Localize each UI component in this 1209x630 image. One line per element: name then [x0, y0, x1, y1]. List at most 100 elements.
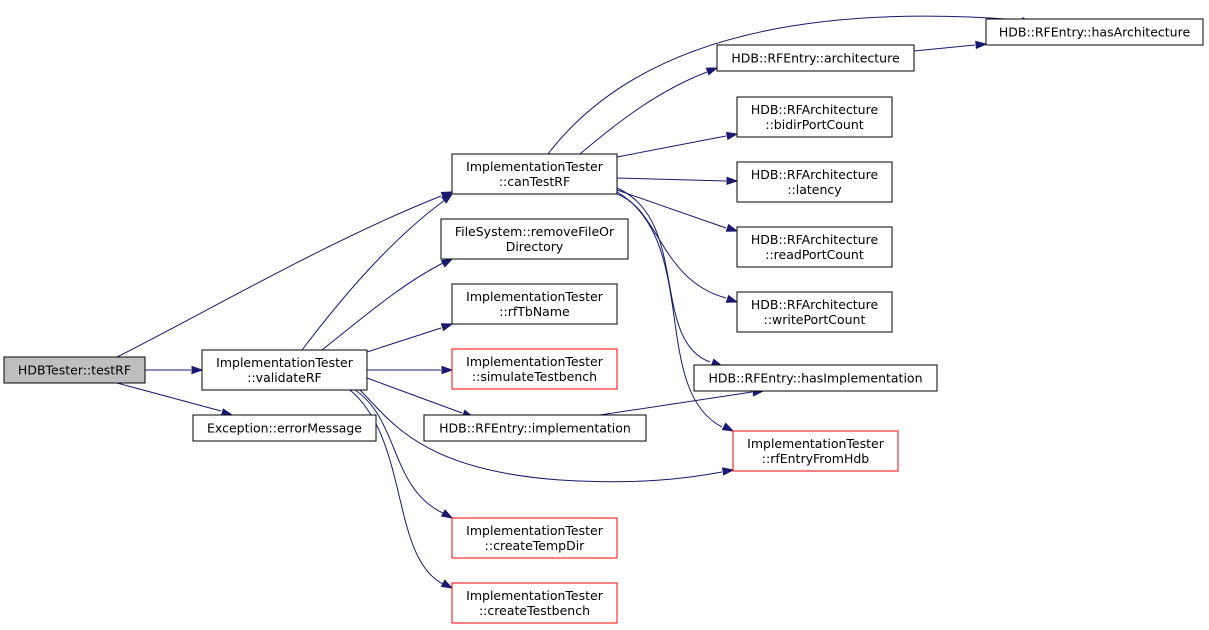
- node-label: FileSystem::removeFileOr: [455, 224, 615, 239]
- node-label: HDB::RFEntry::implementation: [439, 421, 631, 436]
- edge-validaterf-to-removefile: [321, 258, 454, 351]
- node-box[interactable]: [451, 582, 618, 624]
- node-testrf[interactable]: HDBTester::testRF: [3, 356, 146, 384]
- edge-line: [366, 327, 442, 353]
- edge-line: [913, 44, 976, 52]
- node-box[interactable]: [736, 291, 893, 333]
- edge-validaterf-to-cantestrf: [301, 193, 454, 351]
- node-label: HDB::RFEntry::hasArchitecture: [999, 25, 1191, 40]
- node-createtempdir[interactable]: ImplementationTester::createTempDir: [451, 517, 618, 559]
- arrowhead-icon: [725, 223, 739, 232]
- edge-line: [616, 135, 727, 158]
- node-createtestbench[interactable]: ImplementationTester::createTestbench: [451, 582, 618, 624]
- edge-line: [599, 391, 753, 416]
- node-rftbname[interactable]: ImplementationTester::rfTbName: [451, 283, 618, 325]
- edge-validaterf-to-simulatetestbench: [367, 365, 454, 375]
- node-label: Directory: [506, 239, 564, 254]
- node-validaterf[interactable]: ImplementationTester::validateRF: [201, 349, 368, 391]
- edge-line: [616, 193, 727, 299]
- edges-layer: [116, 15, 1034, 589]
- node-label: ::rfEntryFromHdb: [762, 451, 870, 466]
- arrowhead-icon: [725, 131, 739, 141]
- node-box[interactable]: [423, 414, 647, 442]
- edge-line: [116, 195, 442, 358]
- node-writeportcount[interactable]: HDB::RFArchitecture::writePortCount: [736, 291, 893, 333]
- node-label: ::canTestRF: [499, 174, 570, 189]
- node-label: ImplementationTester: [466, 354, 604, 369]
- edge-testrf-to-cantestrf: [116, 191, 454, 358]
- edge-cantestrf-to-hasimplementation: [616, 187, 724, 367]
- node-label: HDB::RFArchitecture: [751, 167, 879, 182]
- node-label: ::writePortCount: [764, 312, 866, 327]
- arrowhead-icon: [725, 294, 739, 303]
- node-label: HDB::RFArchitecture: [751, 232, 879, 247]
- edge-validaterf-to-rfentryfromhdb: [359, 389, 735, 483]
- edge-testrf-to-validaterf: [145, 365, 204, 375]
- edge-architecture-to-hasarchitecture: [913, 40, 988, 52]
- arrowhead-icon: [440, 323, 454, 332]
- node-label: ImplementationTester: [466, 523, 604, 538]
- arrowhead-icon: [721, 422, 735, 432]
- node-hasarchitecture[interactable]: HDB::RFEntry::hasArchitecture: [985, 18, 1204, 46]
- node-box[interactable]: [451, 517, 618, 559]
- arrowhead-icon: [441, 193, 454, 204]
- node-label: ::bidirPortCount: [765, 117, 863, 132]
- node-label: ImplementationTester: [747, 436, 885, 451]
- node-box[interactable]: [693, 364, 938, 392]
- edge-cantestrf-to-latency: [616, 176, 739, 186]
- arrowhead-icon: [726, 176, 739, 186]
- node-label: ::createTestbench: [479, 603, 590, 618]
- node-label: Exception::errorMessage: [207, 421, 362, 436]
- edge-cantestrf-to-writeportcount: [616, 193, 739, 303]
- node-label: HDB::RFEntry::architecture: [731, 51, 900, 66]
- edge-validaterf-to-createtempdir: [354, 389, 454, 519]
- node-label: HDB::RFArchitecture: [751, 102, 879, 117]
- node-box[interactable]: [3, 356, 146, 384]
- node-simulatetestbench[interactable]: ImplementationTester::simulateTestbench: [451, 348, 618, 390]
- node-box[interactable]: [451, 153, 618, 195]
- node-latency[interactable]: HDB::RFArchitecture::latency: [736, 161, 893, 203]
- edge-line: [321, 262, 444, 351]
- edge-cantestrf-to-rfentryfromhdb: [616, 191, 735, 432]
- edge-line: [301, 199, 446, 351]
- node-box[interactable]: [451, 348, 618, 390]
- node-label: HDB::RFEntry::hasImplementation: [708, 371, 922, 386]
- edge-validaterf-to-createtestbench: [349, 389, 454, 589]
- edge-line: [354, 389, 446, 515]
- arrowhead-icon: [191, 365, 204, 375]
- node-readportcount[interactable]: HDB::RFArchitecture::readPortCount: [736, 226, 893, 268]
- node-label: ::latency: [787, 182, 842, 197]
- node-label: ::validateRF: [247, 370, 322, 385]
- arrowhead-icon: [975, 40, 988, 50]
- node-implementation[interactable]: HDB::RFEntry::implementation: [423, 414, 647, 442]
- node-box[interactable]: [192, 414, 377, 442]
- node-box[interactable]: [732, 430, 899, 472]
- node-hasimplementation[interactable]: HDB::RFEntry::hasImplementation: [693, 364, 938, 392]
- node-box[interactable]: [736, 226, 893, 268]
- node-label: ::simulateTestbench: [472, 369, 597, 384]
- node-architecture[interactable]: HDB::RFEntry::architecture: [716, 44, 915, 72]
- node-box[interactable]: [716, 44, 915, 72]
- node-rfentryfromhdb[interactable]: ImplementationTester::rfEntryFromHdb: [732, 430, 899, 472]
- node-box[interactable]: [451, 283, 618, 325]
- node-box[interactable]: [440, 218, 629, 260]
- edge-line: [579, 71, 708, 155]
- arrowhead-icon: [705, 67, 719, 76]
- arrowhead-icon: [440, 579, 454, 589]
- arrowhead-icon: [441, 365, 454, 375]
- node-box[interactable]: [736, 161, 893, 203]
- edge-line: [616, 177, 727, 182]
- node-bidirportcount[interactable]: HDB::RFArchitecture::bidirPortCount: [736, 96, 893, 138]
- edge-cantestrf-to-readportcount: [616, 189, 739, 232]
- node-box[interactable]: [201, 349, 368, 391]
- edge-cantestrf-to-bidirportcount: [616, 131, 739, 158]
- edge-line: [116, 382, 222, 412]
- node-cantestrf[interactable]: ImplementationTester::canTestRF: [451, 153, 618, 195]
- node-box[interactable]: [985, 18, 1204, 46]
- node-box[interactable]: [736, 96, 893, 138]
- node-errormessage[interactable]: Exception::errorMessage: [192, 414, 377, 442]
- node-label: ::rfTbName: [499, 304, 570, 319]
